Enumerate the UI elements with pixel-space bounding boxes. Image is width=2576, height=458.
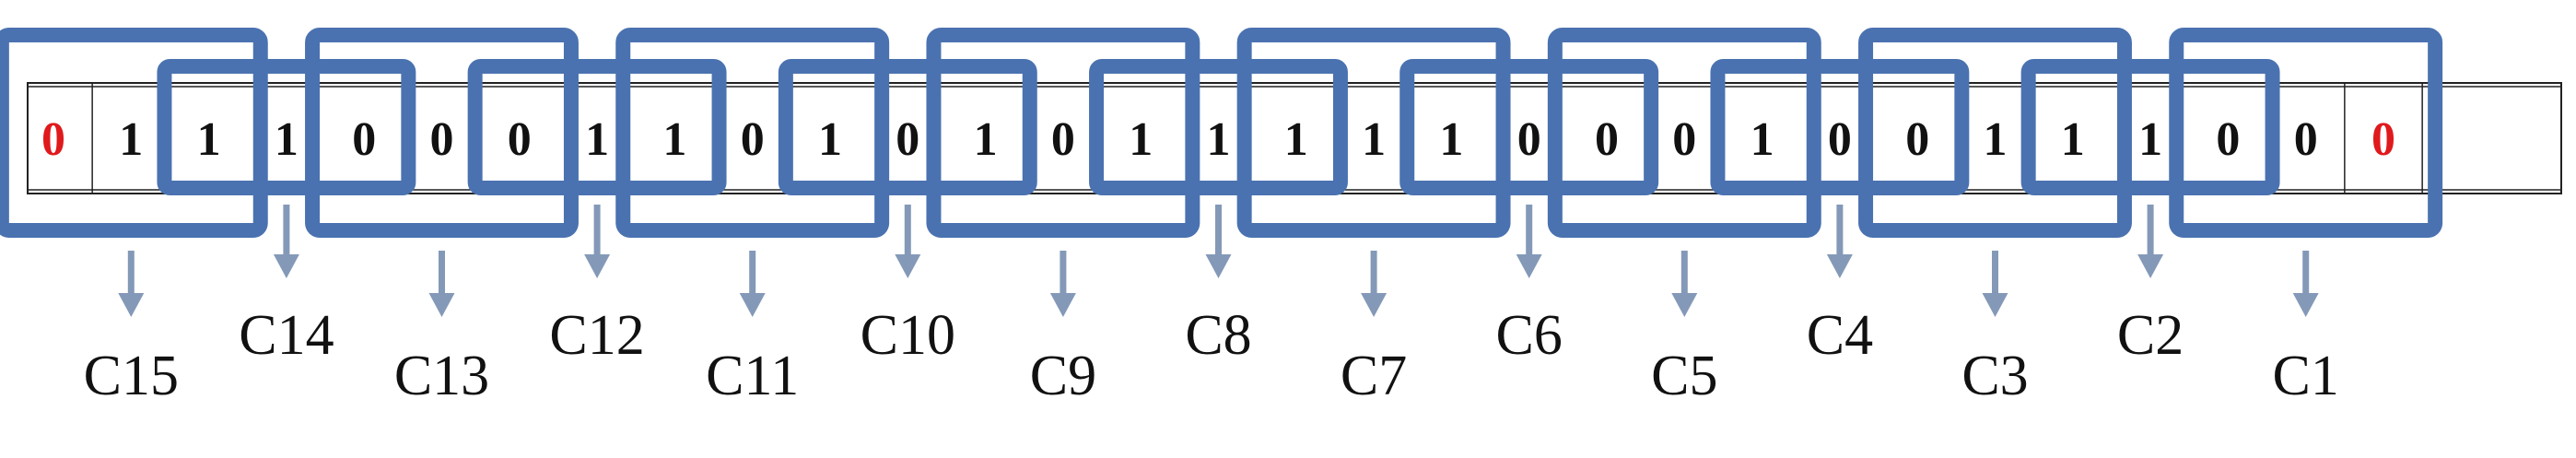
chunk-label: C2 (2117, 304, 2184, 367)
chunk-arrow-head (739, 293, 766, 317)
bit-row (27, 82, 2562, 194)
chunk-arrow-head (1049, 293, 1076, 317)
chunk-box-wide (615, 28, 890, 238)
bit-digit: 1 (974, 113, 998, 166)
chunk-arrow-head (273, 254, 299, 278)
bit-digit: 1 (1439, 113, 1463, 166)
chunk-box-narrow (1399, 59, 1659, 195)
bit-digit: 0 (1595, 113, 1619, 166)
chunk-arrow-head (584, 254, 611, 278)
bit-digit: 1 (1207, 113, 1231, 166)
chunk-label: C3 (1961, 345, 2028, 407)
bit-digit: 0 (896, 113, 919, 166)
chunk-box-narrow (778, 59, 1037, 195)
chunk-label: C7 (1341, 345, 1407, 407)
chunk-arrow-head (1361, 293, 1388, 317)
chunk-box-narrow (1710, 59, 1970, 195)
bit-digit: 1 (2061, 113, 2085, 166)
chunk-label: C5 (1651, 345, 1717, 407)
chunk-label: C9 (1030, 345, 1096, 407)
highlighted-bit: 0 (41, 113, 65, 166)
bit-digit: 1 (585, 113, 609, 166)
bit-digit: 1 (119, 113, 143, 166)
chunk-arrow-head (1516, 254, 1542, 278)
highlighted-bit: 0 (2371, 113, 2395, 166)
bit-row-frame (27, 82, 2562, 194)
chunk-arrow-head (2292, 293, 2319, 317)
bit-digit: 0 (2216, 113, 2240, 166)
bit-digit: 0 (352, 113, 376, 166)
chunk-label: C1 (2273, 345, 2339, 407)
chunk-label: C12 (549, 304, 644, 367)
bit-digit: 1 (2138, 113, 2162, 166)
chunk-arrow-head (1205, 254, 1232, 278)
chunk-box-wide (1547, 28, 1821, 238)
bit-digit: 1 (818, 113, 842, 166)
bit-digit: 1 (275, 113, 299, 166)
chunk-box-wide (1858, 28, 2132, 238)
bit-digit: 0 (2294, 113, 2318, 166)
chunk-box-wide (926, 28, 1200, 238)
chunk-label: C15 (84, 345, 179, 407)
chunk-box-narrow (1089, 59, 1348, 195)
chunk-box-narrow (2020, 59, 2280, 195)
bit-digit: 1 (1751, 113, 1774, 166)
chunk-arrows (118, 205, 2319, 317)
bit-digit: 0 (1672, 113, 1696, 166)
bit-digit: 1 (1984, 113, 2008, 166)
bit-digit: 1 (1129, 113, 1153, 166)
chunk-arrow-head (2137, 254, 2164, 278)
bit-digit: 0 (1905, 113, 1929, 166)
bit-digit: 0 (430, 113, 454, 166)
bit-digit: 0 (1051, 113, 1075, 166)
chunk-boxes (0, 28, 2443, 238)
chunk-arrow-head (428, 293, 455, 317)
chunk-label: C8 (1185, 304, 1251, 367)
chunk-label: C11 (706, 345, 799, 407)
chunk-arrow-head (1671, 293, 1698, 317)
chunk-box-narrow (467, 59, 727, 195)
bit-digit: 0 (508, 113, 532, 166)
bit-digit: 0 (741, 113, 765, 166)
chunk-box-wide (1236, 28, 1511, 238)
bit-digit: 0 (1517, 113, 1541, 166)
bit-digit: 0 (1828, 113, 1852, 166)
chunk-arrow-head (1826, 254, 1853, 278)
chunk-box-wide (305, 28, 579, 238)
chunk-arrow-head (118, 293, 145, 317)
bit-digit: 1 (1362, 113, 1386, 166)
chunk-arrow-head (895, 254, 921, 278)
chunk-arrow-head (1982, 293, 2008, 317)
chunk-label: C14 (239, 304, 334, 367)
bit-digit: 1 (197, 113, 221, 166)
chunk-box-wide (0, 28, 268, 238)
chunk-box-narrow (157, 59, 416, 195)
chunk-label: C10 (861, 304, 955, 367)
chunk-box-wide (2169, 28, 2443, 238)
bit-digit: 1 (1284, 113, 1308, 166)
bit-digit: 1 (662, 113, 686, 166)
chunk-label: C4 (1807, 304, 1873, 367)
chunk-label: C13 (394, 345, 489, 407)
chunk-label: C6 (1496, 304, 1563, 367)
